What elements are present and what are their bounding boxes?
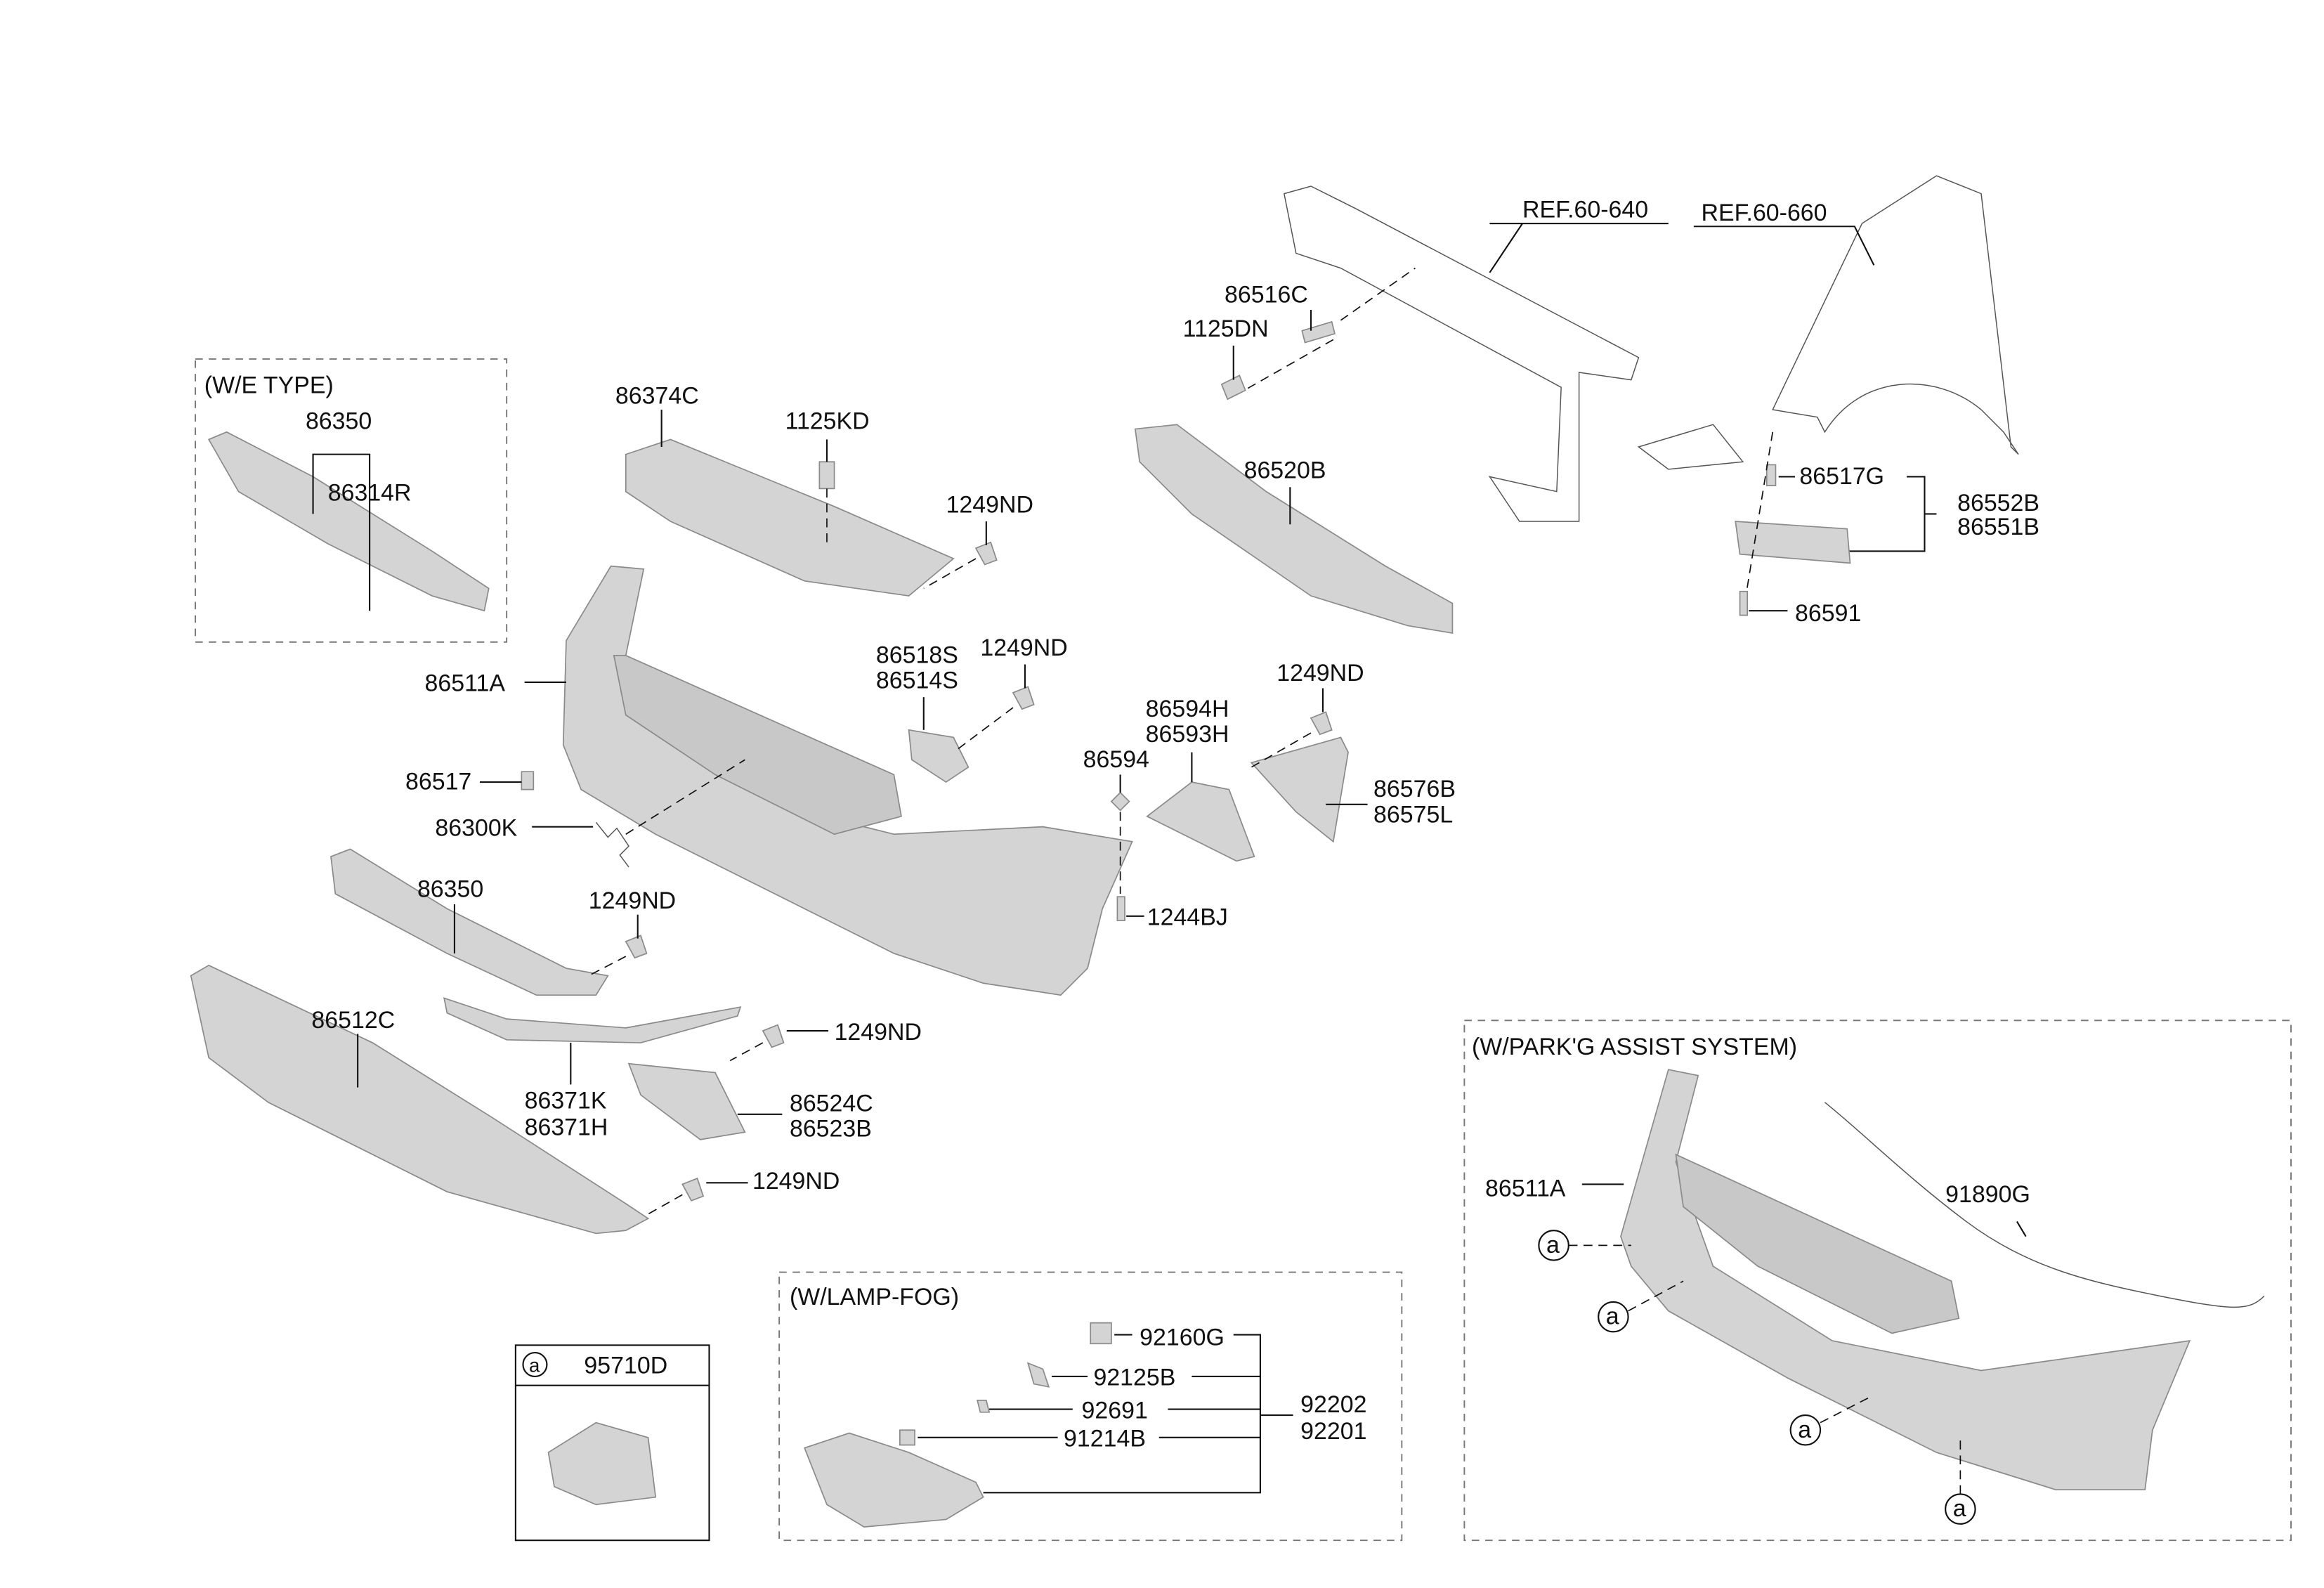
- svg-text:a: a: [1798, 1417, 1811, 1443]
- bulb-92160G[interactable]: [1090, 1322, 1112, 1345]
- we-type-box: [195, 358, 508, 643]
- clip-92691[interactable]: [977, 1400, 991, 1413]
- clip-86517[interactable]: [521, 771, 535, 790]
- label-1249ND[interactable]: 1249ND: [946, 491, 1033, 518]
- sensor-marker-letter: a: [529, 1355, 540, 1377]
- label-92202[interactable]: 92202: [1300, 1391, 1366, 1418]
- grille-86350[interactable]: [330, 848, 609, 996]
- harness-86300K[interactable]: [595, 821, 629, 868]
- svg-text:a: a: [1546, 1232, 1560, 1258]
- screw-1244BJ[interactable]: [1116, 896, 1125, 922]
- label-1249ND[interactable]: 1249ND: [1277, 660, 1364, 686]
- label-86371K[interactable]: 86371K: [525, 1087, 607, 1114]
- marker-a: a: [1945, 1437, 1976, 1525]
- label-92160G[interactable]: 92160G: [1140, 1324, 1225, 1351]
- label-86350[interactable]: 86350: [417, 876, 483, 902]
- label-1125DN[interactable]: 1125DN: [1183, 315, 1269, 342]
- label-86516C[interactable]: 86516C: [1225, 281, 1308, 308]
- bolt-1249ND-3[interactable]: [625, 935, 648, 959]
- label-92201[interactable]: 92201: [1300, 1418, 1366, 1445]
- clip-86517G[interactable]: [1765, 464, 1777, 486]
- label-86511A-park[interactable]: 86511A: [1485, 1175, 1566, 1202]
- screw-86591[interactable]: [1739, 590, 1749, 616]
- label-86517[interactable]: 86517: [405, 769, 471, 795]
- label-86575L[interactable]: 86575L: [1373, 801, 1453, 828]
- label-92691[interactable]: 92691: [1082, 1397, 1148, 1424]
- label-91890G[interactable]: 91890G: [1945, 1181, 2030, 1208]
- label-1244BJ[interactable]: 1244BJ: [1147, 904, 1228, 931]
- fender-ref-60-660: [1772, 175, 2019, 455]
- nut-86594[interactable]: [1110, 791, 1130, 812]
- label-1125KD[interactable]: 1125KD: [785, 408, 870, 435]
- grommet-91214B[interactable]: [899, 1429, 915, 1446]
- label-86512C[interactable]: 86512C: [311, 1007, 395, 1034]
- label-86517G[interactable]: 86517G: [1799, 463, 1884, 490]
- we-type-title: (W/E TYPE): [204, 372, 334, 399]
- label-86350[interactable]: 86350: [306, 408, 372, 435]
- parking-sensor-95710D[interactable]: [547, 1421, 657, 1506]
- lamp-fog-title: (W/LAMP-FOG): [790, 1284, 959, 1310]
- absorber-86520B[interactable]: [1134, 424, 1454, 634]
- carrier-ref-60-640: [1283, 186, 1744, 522]
- label-86552B[interactable]: 86552B: [1957, 490, 2039, 516]
- bolt-1249ND-5[interactable]: [681, 1177, 705, 1202]
- ref-60-660-link[interactable]: REF.60-660: [1701, 200, 1827, 226]
- svg-text:a: a: [1953, 1495, 1966, 1522]
- label-1249ND[interactable]: 1249ND: [589, 887, 676, 914]
- bracket-86518S[interactable]: [908, 729, 970, 783]
- label-91214B[interactable]: 91214B: [1064, 1426, 1146, 1452]
- marker-a: a: [1538, 1230, 1631, 1261]
- bracket-86552B[interactable]: [1735, 521, 1851, 564]
- bracket-86516C[interactable]: [1301, 320, 1336, 344]
- garnish-86371K[interactable]: [443, 997, 742, 1043]
- park-assist-box: [1463, 1020, 2292, 1542]
- bolt-1249ND-1[interactable]: [974, 541, 998, 566]
- bolt-1249ND-2[interactable]: [1012, 686, 1035, 710]
- park-upper-panel[interactable]: [1675, 1153, 1960, 1334]
- label-86591[interactable]: 86591: [1795, 600, 1861, 627]
- svg-text:a: a: [1606, 1303, 1619, 1330]
- label-86371H[interactable]: 86371H: [525, 1114, 608, 1140]
- sensor-box: [514, 1344, 710, 1542]
- label-86518S[interactable]: 86518S: [876, 642, 958, 668]
- marker-a: a: [1598, 1280, 1684, 1333]
- bracket-86576B[interactable]: [1250, 736, 1349, 843]
- label-86300K[interactable]: 86300K: [435, 814, 517, 841]
- label-86514S[interactable]: 86514S: [876, 667, 958, 694]
- fog-lamp-92202[interactable]: [804, 1432, 984, 1528]
- label-86523B[interactable]: 86523B: [790, 1116, 872, 1143]
- label-86551B[interactable]: 86551B: [1957, 514, 2039, 540]
- label-1249ND[interactable]: 1249ND: [980, 634, 1067, 661]
- bumper-cover-86511A-park[interactable]: [1620, 1069, 2191, 1490]
- label-1249ND[interactable]: 1249ND: [835, 1019, 922, 1046]
- label-86511A[interactable]: 86511A: [425, 670, 506, 697]
- grille-86512C[interactable]: [190, 964, 650, 1235]
- grille-86374C[interactable]: [625, 438, 955, 597]
- park-assist-title: (W/PARK'G ASSIST SYSTEM): [1472, 1034, 1797, 1060]
- bolt-1125KD[interactable]: [818, 461, 835, 490]
- lamp-fog-box: [778, 1271, 1403, 1542]
- ref-60-640-link[interactable]: REF.60-640: [1522, 197, 1648, 223]
- bracket-86524C[interactable]: [627, 1062, 746, 1140]
- label-86314R[interactable]: 86314R: [328, 479, 412, 506]
- label-86594H[interactable]: 86594H: [1146, 696, 1229, 722]
- label-86593H[interactable]: 86593H: [1146, 721, 1229, 748]
- label-86374C[interactable]: 86374C: [615, 383, 699, 410]
- sensor-marker: [522, 1351, 548, 1378]
- lens-92125B[interactable]: [1026, 1362, 1050, 1388]
- bolt-1249ND-6[interactable]: [1310, 711, 1333, 736]
- label-86524C[interactable]: 86524C: [790, 1091, 873, 1117]
- bolt-1249ND-4[interactable]: [762, 1024, 785, 1048]
- label-86576B[interactable]: 86576B: [1373, 776, 1456, 802]
- label-86520B[interactable]: 86520B: [1244, 457, 1326, 484]
- label-1249ND[interactable]: 1249ND: [752, 1168, 840, 1195]
- grille-86350-we[interactable]: [207, 431, 490, 612]
- label-92125B[interactable]: 92125B: [1093, 1365, 1175, 1391]
- label-86594[interactable]: 86594: [1083, 746, 1149, 773]
- bumper-upper-panel[interactable]: [613, 654, 902, 835]
- sensor-part-label[interactable]: 95710D: [584, 1353, 667, 1379]
- marker-a: a: [1789, 1396, 1870, 1446]
- harness-91890G[interactable]: [1824, 1102, 2265, 1308]
- cover-86594H[interactable]: [1146, 781, 1255, 862]
